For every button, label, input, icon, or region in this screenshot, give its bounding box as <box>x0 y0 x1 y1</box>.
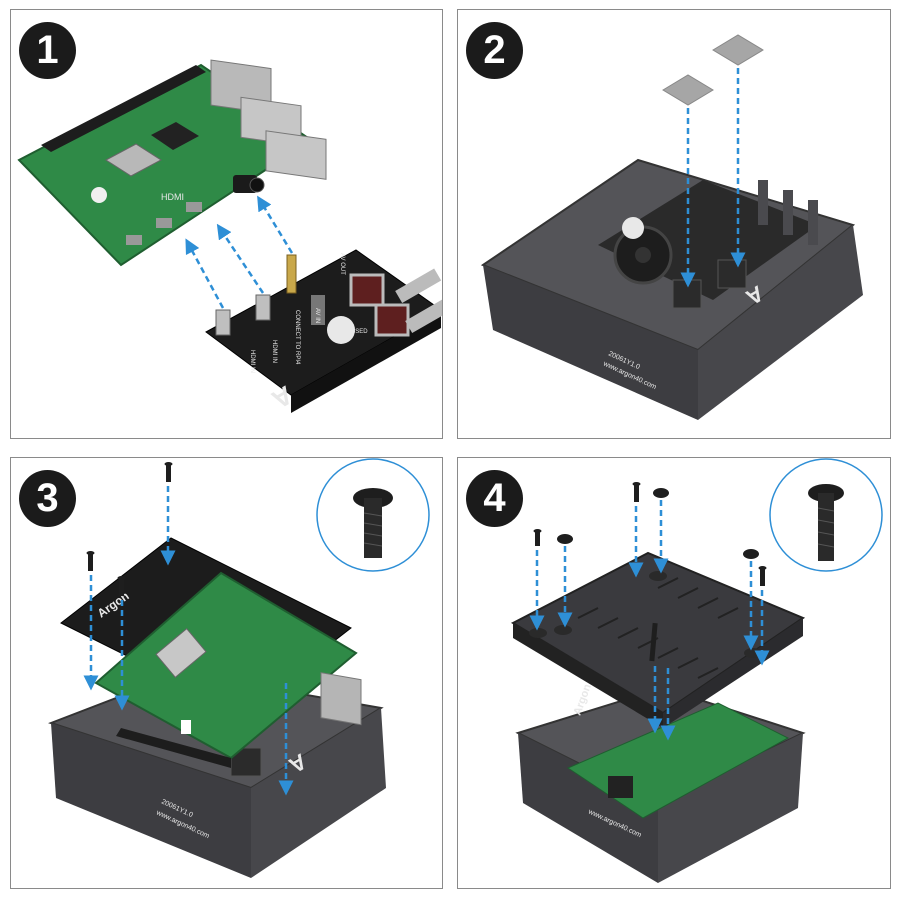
raspberry-pi-board <box>94 571 362 768</box>
case-bottom: QC 20061Y1.0 www.argon40.com A <box>480 158 863 420</box>
assembly-arrows <box>185 195 294 309</box>
step-number-badge: 3 <box>19 470 76 527</box>
step-4-panel: Argon www.argon40.com <box>457 457 891 889</box>
mounting-screws <box>86 462 173 596</box>
washer-3 <box>743 549 759 559</box>
step-1-illustration: HDMI QC PASSED HDMI IN HDMI IN CONNECT T… <box>17 59 442 415</box>
connect-rpi4-label: CONNECT TO RPI4 <box>294 310 300 365</box>
washer-2 <box>653 488 669 498</box>
step-number-badge: 2 <box>466 22 523 79</box>
svg-text:HDMI: HDMI <box>161 192 184 202</box>
mounting-screws <box>533 482 767 662</box>
step-3-illustration: 20061Y1.0 www.argon40.com A Argon <box>48 458 430 878</box>
raspberry-pi-board: HDMI <box>17 59 327 267</box>
screw-callout <box>316 458 430 572</box>
step-number-badge: 4 <box>466 470 523 527</box>
av-in-label: AV IN <box>314 308 320 323</box>
av-adapter-board: QC PASSED HDMI IN HDMI IN CONNECT TO RPI… <box>205 249 442 415</box>
hdmi-in-label-1: HDMI IN <box>249 350 255 373</box>
step-2-illustration: QC 20061Y1.0 www.argon40.com A <box>480 34 863 420</box>
case-bottom: Argon www.argon40.com <box>515 682 806 883</box>
heatsink-block-2 <box>717 259 747 289</box>
qc-sticker-text: QC PASSED <box>333 329 368 335</box>
step-number-badge: 1 <box>19 22 76 79</box>
thermal-pad-1 <box>662 74 714 106</box>
step-3-panel: 20061Y1.0 www.argon40.com A Argon <box>10 457 443 889</box>
qc-sticker-text: QC <box>626 227 636 233</box>
hdmi-in-label-2: HDMI IN <box>271 340 277 363</box>
step-4-illustration: Argon www.argon40.com <box>510 458 883 883</box>
screw-callout <box>769 458 883 572</box>
av-out-label: AV OUT <box>339 253 345 275</box>
step-2-panel: QC 20061Y1.0 www.argon40.com A 2 <box>457 9 891 439</box>
thermal-pad-2 <box>712 34 764 66</box>
heatsink-block-1 <box>672 279 702 309</box>
qc-sticker <box>622 217 644 239</box>
washer-1 <box>557 534 573 544</box>
case-lid <box>510 551 806 728</box>
step-1-panel: HDMI QC PASSED HDMI IN HDMI IN CONNECT T… <box>10 9 443 439</box>
